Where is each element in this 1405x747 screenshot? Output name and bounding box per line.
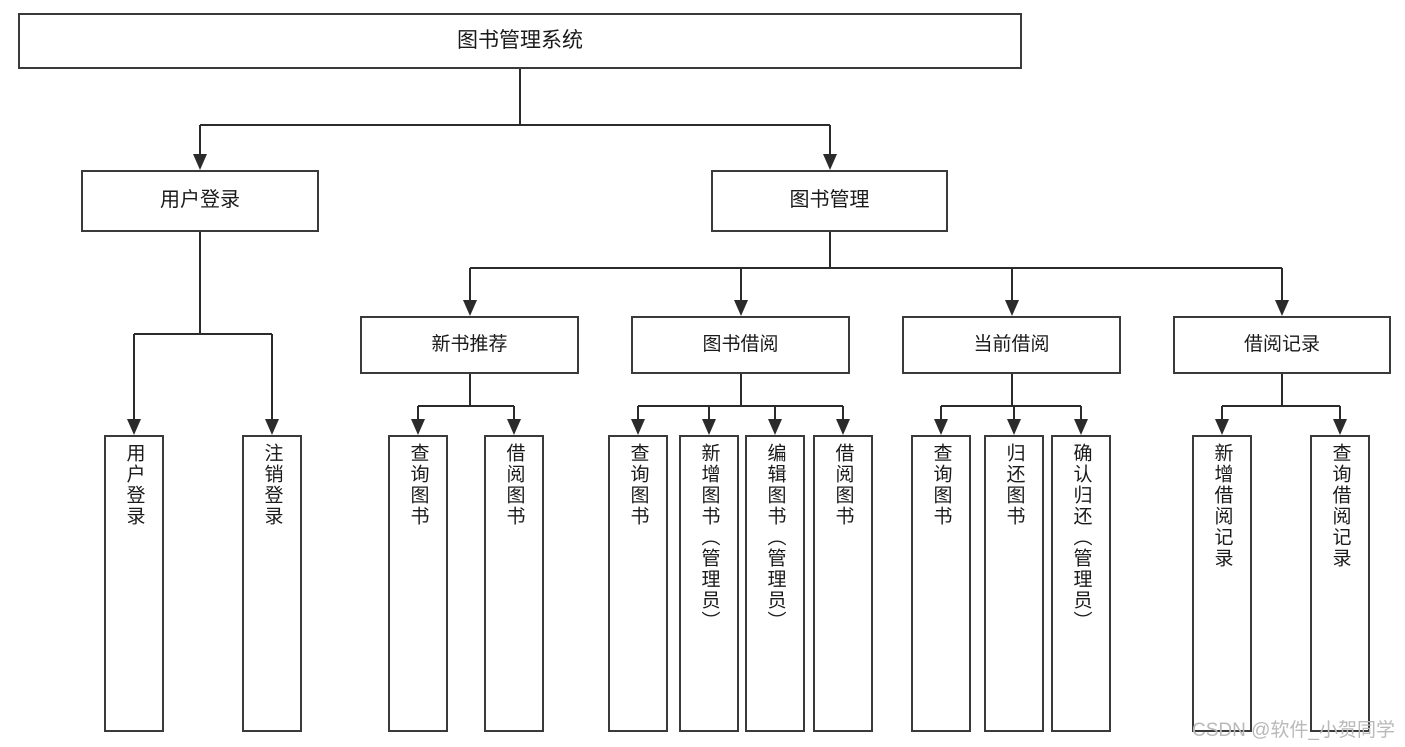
arrowhead-leaf-cur-confirm (1074, 419, 1088, 435)
arrowhead-leaf-cur-query (934, 419, 948, 435)
node-label: 确认归还（管理员） (1070, 443, 1092, 632)
node-label: 当前借阅 (973, 333, 1050, 355)
branch-leaf-user-logout (271, 334, 273, 420)
node-label: 归还图书 (1003, 443, 1025, 527)
arrowhead-new-book-rec (462, 300, 477, 316)
node-book-manage[interactable]: 图书管理 (711, 170, 948, 232)
branch-book-borrow (739, 268, 742, 301)
node-label: 借阅记录 (1243, 333, 1320, 355)
bus-current-borrow (941, 405, 1081, 407)
node-label: 查询借阅记录 (1329, 443, 1351, 569)
stem-current-borrow (1010, 374, 1013, 406)
branch-leaf-user-login (133, 334, 135, 420)
node-label: 图书管理 (789, 189, 870, 212)
bus-root (200, 124, 830, 126)
node-leaf-cur-confirm[interactable]: 确认归还（管理员） (1051, 435, 1111, 732)
arrowhead-leaf-rec-add (1215, 419, 1229, 435)
node-label: 新书推荐 (431, 333, 508, 355)
stem-book-borrow (739, 374, 742, 406)
node-label: 借阅图书 (832, 443, 854, 527)
branch-leaf-borrow-add (708, 406, 710, 420)
node-label: 新增图书（管理员） (698, 443, 720, 632)
arrowhead-borrow-record (1275, 300, 1289, 316)
node-leaf-user-login[interactable]: 用户登录 (104, 435, 164, 732)
node-leaf-cur-return[interactable]: 归还图书 (984, 435, 1044, 732)
branch-user-login (199, 125, 201, 155)
node-leaf-borrow-lend[interactable]: 借阅图书 (813, 435, 873, 732)
arrowhead-leaf-rec-search (1333, 419, 1347, 435)
node-user-login[interactable]: 用户登录 (81, 170, 319, 232)
arrowhead-leaf-borrow-add (702, 419, 716, 435)
node-label: 查询图书 (930, 443, 952, 527)
node-label: 新增借阅记录 (1211, 443, 1233, 569)
bus-book-manage (469, 267, 1282, 269)
branch-new-book-rec (468, 268, 471, 301)
arrowhead-leaf-user-login (127, 419, 141, 435)
branch-book-manage (828, 125, 831, 155)
branch-current-borrow (1010, 268, 1013, 301)
arrowhead-leaf-cur-return (1007, 419, 1021, 435)
arrowhead-leaf-borrow-edit (768, 419, 782, 435)
stem-user-login (199, 232, 201, 334)
arrowhead-current-borrow (1004, 300, 1019, 316)
node-leaf-cur-query[interactable]: 查询图书 (911, 435, 971, 732)
node-label: 图书管理系统 (457, 28, 583, 52)
arrowhead-leaf-rec-borrow (507, 419, 521, 435)
arrowhead-user-login (193, 154, 207, 170)
arrowhead-leaf-borrow-lend (836, 419, 850, 435)
arrowhead-book-borrow (733, 300, 748, 316)
branch-leaf-rec-search (1339, 406, 1341, 420)
node-new-book-rec[interactable]: 新书推荐 (360, 316, 579, 374)
node-label: 注销登录 (261, 443, 283, 527)
node-leaf-rec-add[interactable]: 新增借阅记录 (1192, 435, 1252, 732)
node-label: 编辑图书（管理员） (764, 443, 786, 632)
branch-leaf-cur-confirm (1080, 406, 1082, 420)
branch-leaf-cur-return (1013, 406, 1015, 420)
branch-leaf-borrow-lend (842, 406, 844, 420)
node-label: 查询图书 (407, 443, 429, 527)
stem-book-manage (828, 232, 831, 268)
branch-leaf-cur-query (940, 406, 942, 420)
node-borrow-record[interactable]: 借阅记录 (1173, 316, 1391, 374)
branch-borrow-record (1281, 268, 1283, 301)
stem-borrow-record (1281, 374, 1283, 406)
node-label: 用户登录 (123, 443, 145, 527)
arrowhead-leaf-rec-query (411, 419, 425, 435)
arrowhead-book-manage (822, 154, 837, 170)
node-leaf-rec-borrow[interactable]: 借阅图书 (484, 435, 544, 732)
node-current-borrow[interactable]: 当前借阅 (902, 316, 1121, 374)
bus-user-login (134, 333, 272, 335)
branch-leaf-borrow-query (637, 406, 639, 420)
node-leaf-borrow-add[interactable]: 新增图书（管理员） (679, 435, 739, 732)
node-label: 图书借阅 (702, 333, 779, 355)
bus-new-book-rec (418, 405, 514, 407)
node-book-borrow[interactable]: 图书借阅 (631, 316, 850, 374)
branch-leaf-rec-query (417, 406, 419, 420)
arrowhead-leaf-user-logout (265, 419, 279, 435)
node-leaf-rec-search[interactable]: 查询借阅记录 (1310, 435, 1370, 732)
node-leaf-borrow-query[interactable]: 查询图书 (608, 435, 668, 732)
stem-new-book-rec (468, 374, 471, 406)
branch-leaf-rec-add (1221, 406, 1223, 420)
stem-root (519, 69, 521, 125)
branch-leaf-rec-borrow (513, 406, 515, 420)
node-leaf-user-logout[interactable]: 注销登录 (242, 435, 302, 732)
bus-book-borrow (638, 405, 843, 407)
node-root[interactable]: 图书管理系统 (18, 13, 1022, 69)
node-label: 查询图书 (627, 443, 649, 527)
bus-borrow-record (1222, 405, 1340, 407)
node-leaf-borrow-edit[interactable]: 编辑图书（管理员） (745, 435, 805, 732)
node-label: 用户登录 (160, 189, 240, 212)
node-label: 借阅图书 (503, 443, 525, 527)
branch-leaf-borrow-edit (774, 406, 776, 420)
node-leaf-rec-query[interactable]: 查询图书 (388, 435, 448, 732)
arrowhead-leaf-borrow-query (631, 419, 645, 435)
